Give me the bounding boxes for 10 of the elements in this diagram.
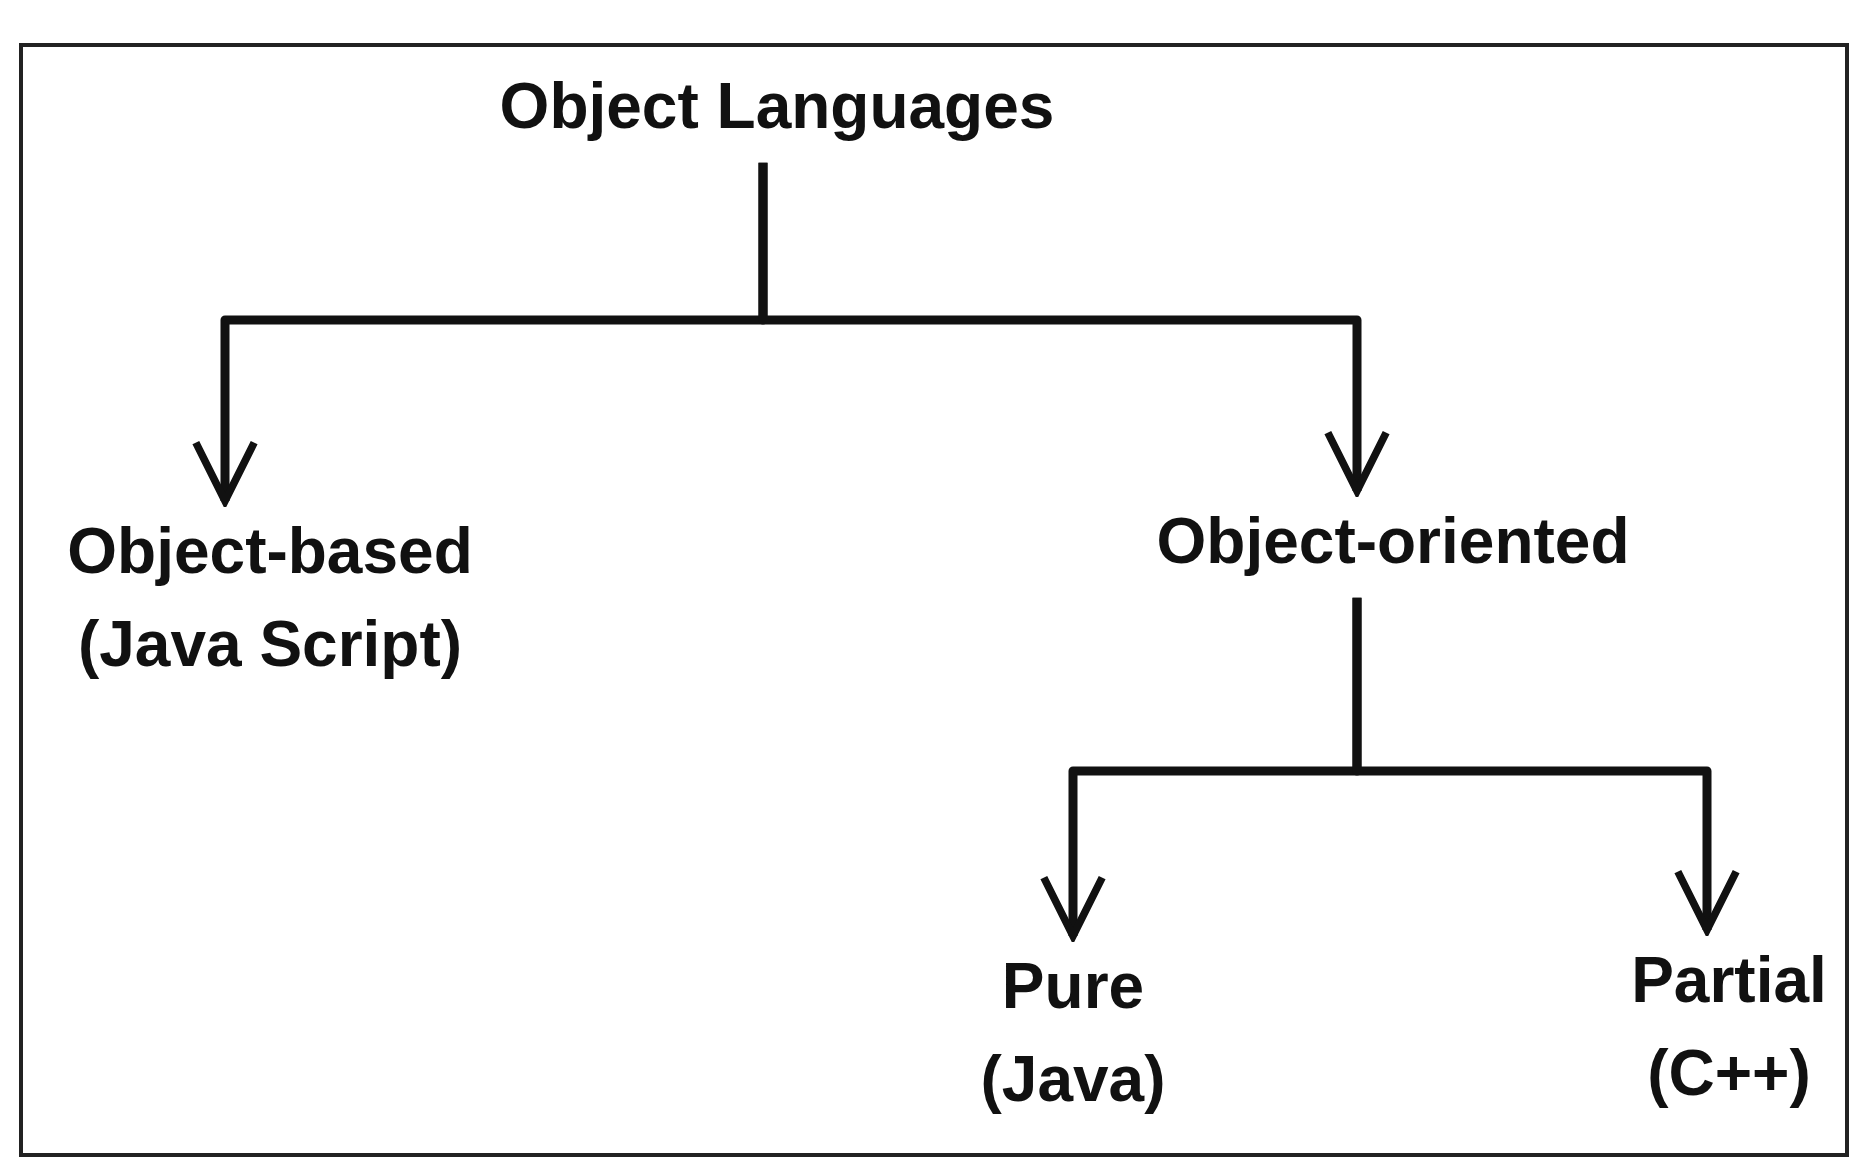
node-label: Object-oriented <box>1156 504 1630 579</box>
node-label: Pure <box>1000 949 1146 1024</box>
node-label: Object Languages <box>499 69 1055 144</box>
arrow <box>758 162 1390 495</box>
node-label: Object-based <box>67 514 473 589</box>
node-sublabel: (Java) <box>980 1041 1166 1117</box>
node-sublabel: (C++) <box>1646 1035 1812 1111</box>
node-sublabel: (Java Script) <box>76 606 464 682</box>
arrow <box>1352 597 1740 934</box>
node-label: Partial <box>1631 943 1827 1018</box>
